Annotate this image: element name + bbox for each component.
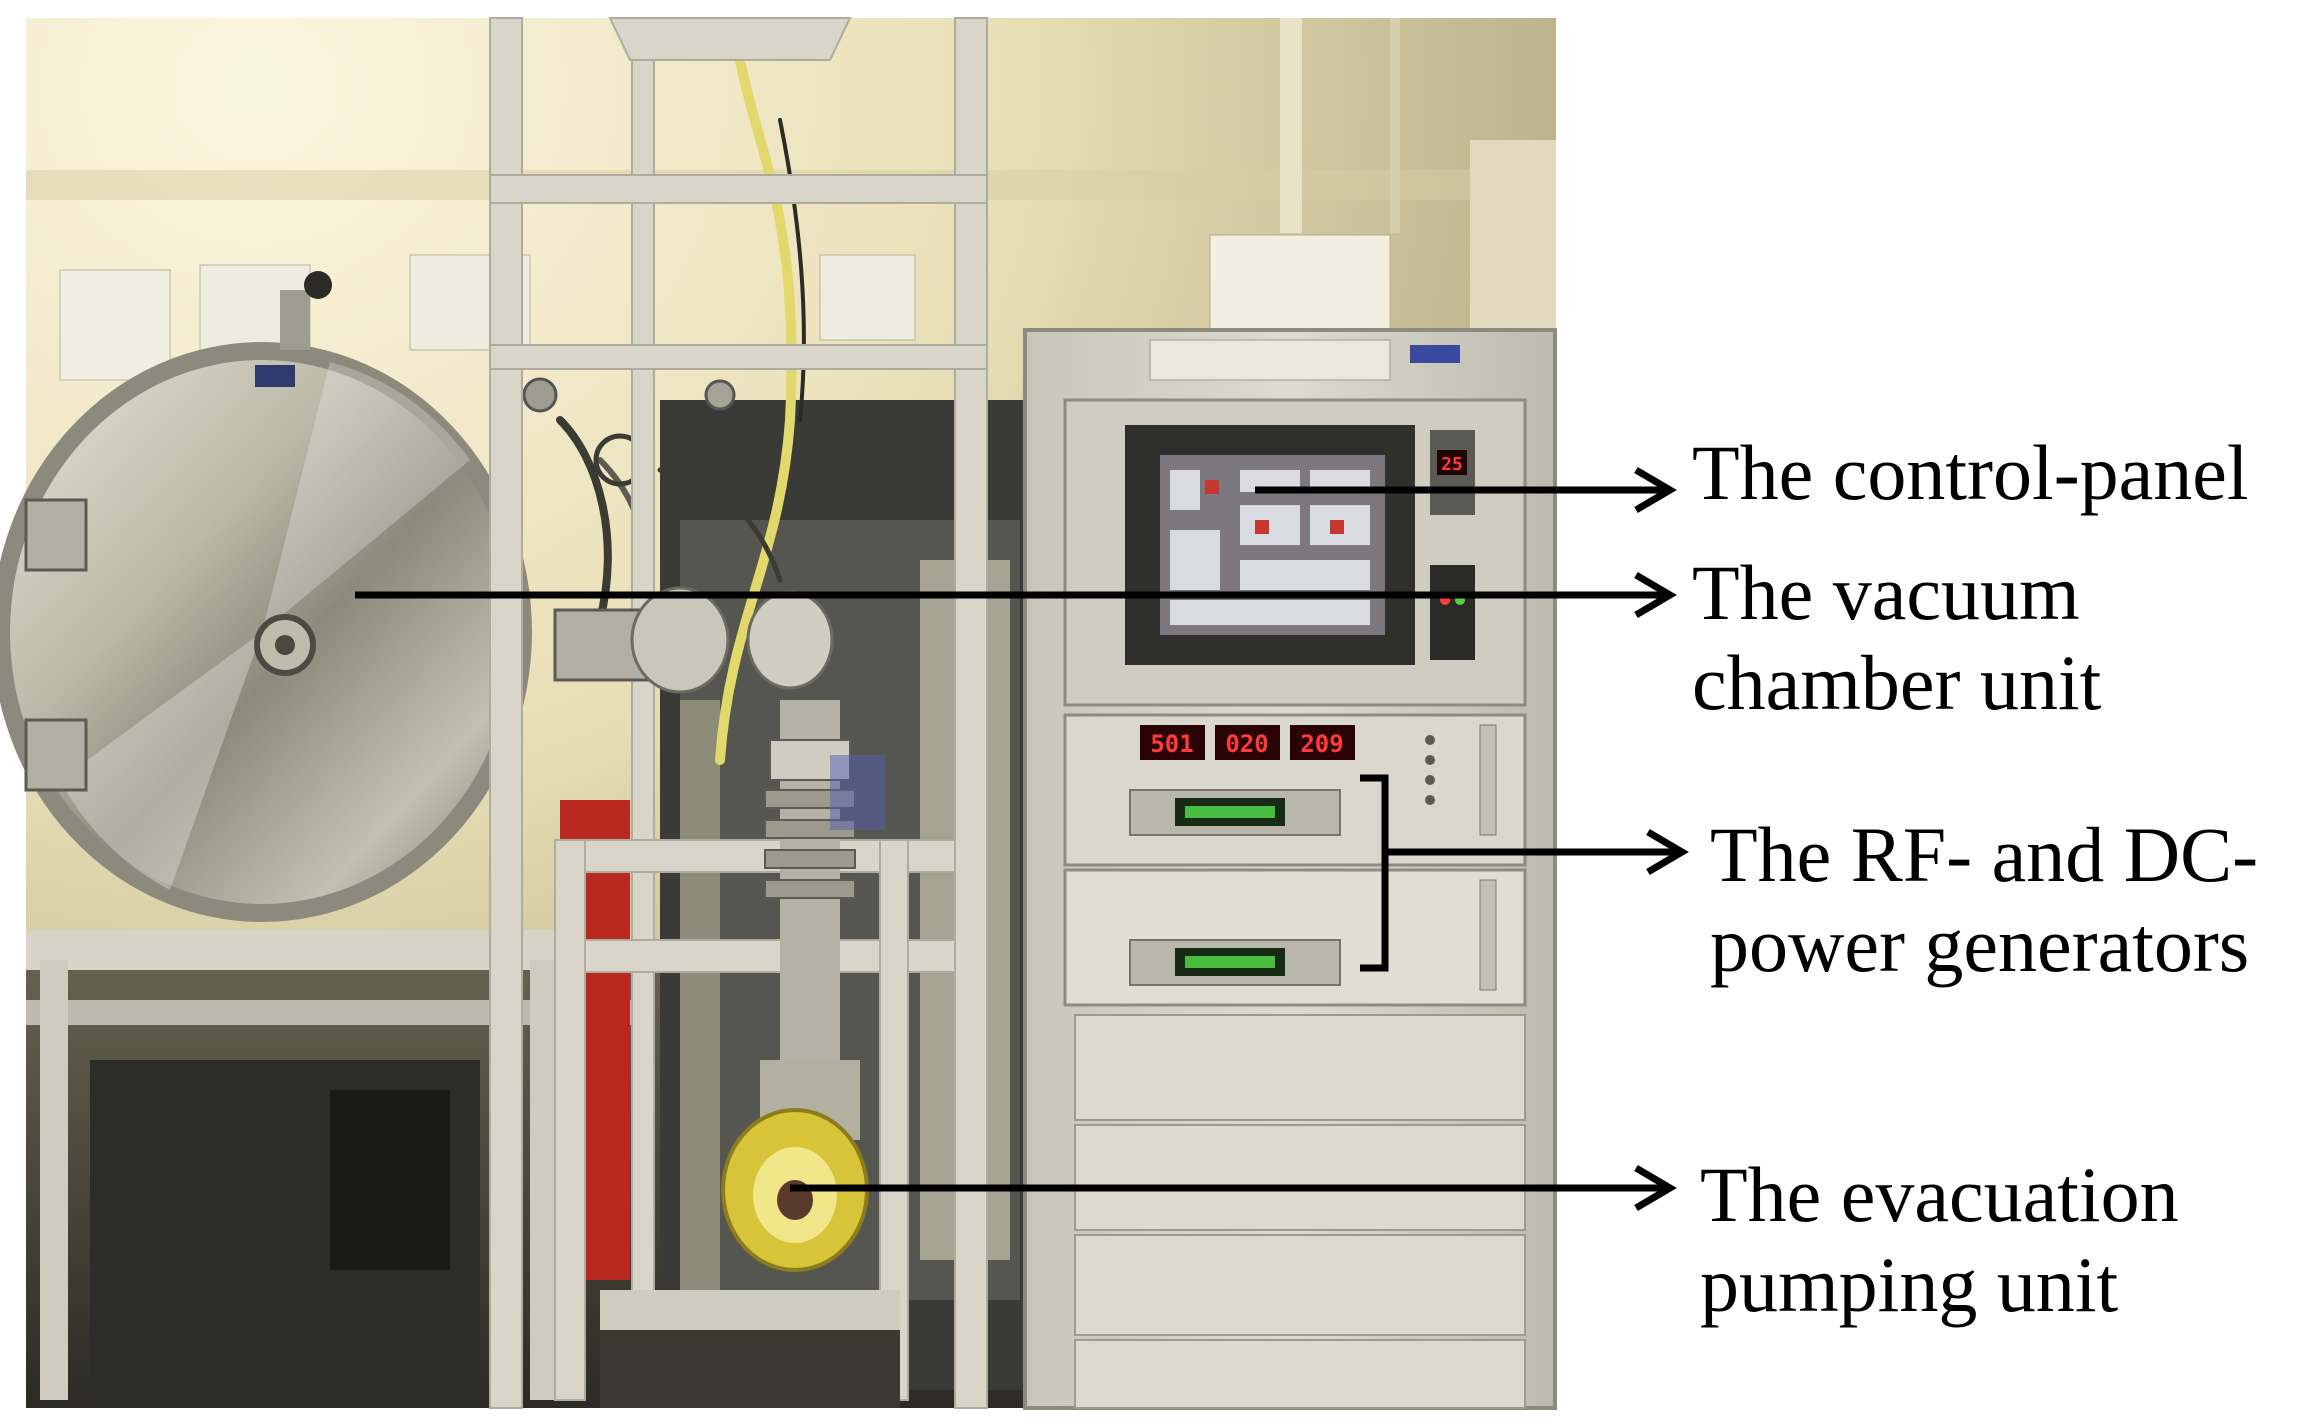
label-line: The vacuum (1692, 549, 2080, 636)
label-power-generators: The RF- and DC- power generators (1710, 810, 2258, 991)
display-readout: 501 (1150, 730, 1193, 758)
label-line: The RF- and DC- (1710, 811, 2259, 898)
control-cabinet (1023, 328, 1557, 1410)
label-vacuum-chamber: The vacuum chamber unit (1692, 548, 2101, 729)
display-readout: 25 (1441, 454, 1463, 475)
annotation-arrows (355, 466, 1689, 1212)
evacuation-pump (600, 1060, 900, 1408)
label-line: chamber unit (1692, 639, 2102, 727)
label-line: The evacuation (1700, 1151, 2179, 1238)
label-evacuation-pump: The evacuation pumping unit (1700, 1150, 2179, 1331)
generator-readouts (1185, 806, 1275, 968)
chamber-stand (26, 800, 646, 1400)
label-line: The control-panel (1692, 429, 2249, 516)
pipe-frame (489, 17, 988, 1409)
valves (553, 586, 885, 1060)
power-generators-bracket (1360, 774, 1389, 972)
display-readouts: 501 020 209 25 (1150, 454, 1463, 758)
label-line: power generators (1710, 901, 2250, 989)
label-line: pumping unit (1700, 1241, 2119, 1329)
display-readout: 020 (1225, 730, 1268, 758)
vacuum-chamber (0, 271, 532, 922)
display-readout: 209 (1300, 730, 1343, 758)
label-control-panel: The control-panel (1692, 428, 2249, 518)
